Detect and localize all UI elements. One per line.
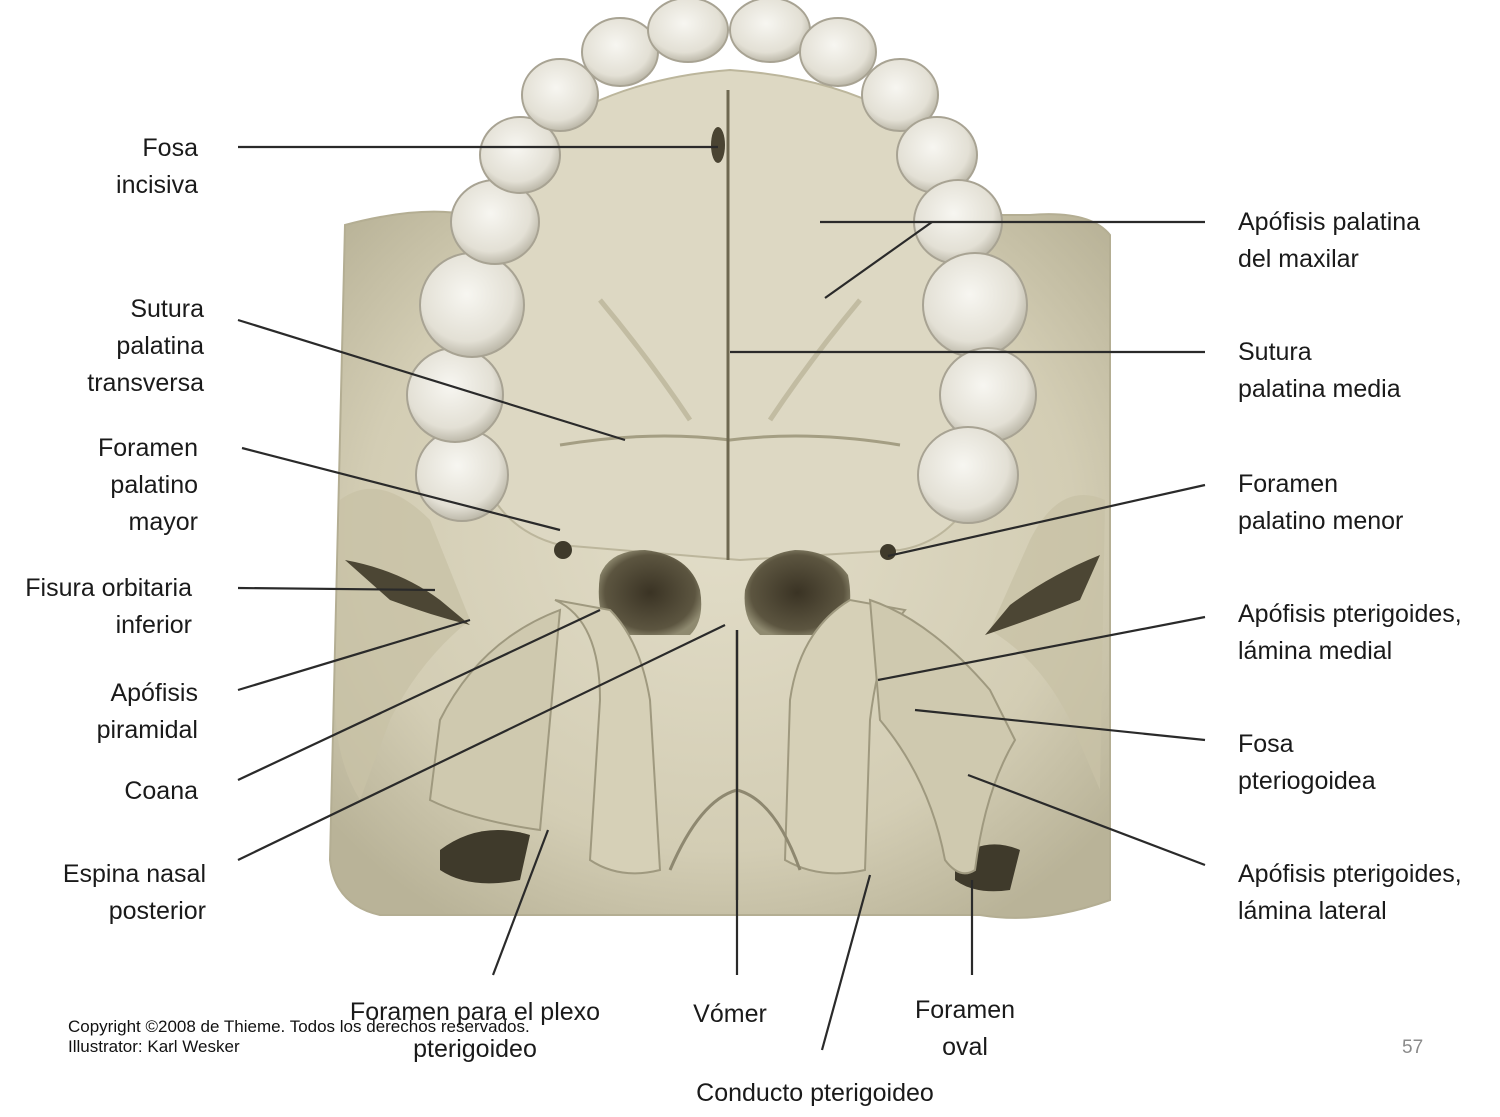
leader-foramen-palatino-menor — [887, 483, 1206, 558]
copyright-line: Copyright ©2008 de Thieme. Todos los der… — [68, 1017, 530, 1036]
page-number: 57 — [1402, 1037, 1424, 1058]
leader-pterigoides-lamina-medial — [877, 615, 1206, 682]
label-foramen-palatino-mayor: Foramen palatino mayor — [97, 434, 198, 536]
label-sutura-palatina-media: Sutura palatina media — [1238, 338, 1401, 403]
label-fosa-incisiva: Fosa incisiva — [116, 134, 198, 199]
leader-fosa-pteriogoidea — [914, 708, 1206, 742]
label-conducto-pterigoideo: Conducto pterigoideo — [696, 1079, 934, 1107]
leader-espina-nasal-posterior — [237, 624, 726, 861]
leader-conducto-pterigoideo — [820, 874, 872, 1051]
leader-coana — [237, 609, 601, 781]
label-espina-nasal-posterior: Espina nasal posterior — [62, 860, 206, 925]
copyright-notice: Copyright ©2008 de Thieme. Todos los der… — [68, 1017, 530, 1057]
label-pterigoides-lamina-lateral: Apófisis pterigoides, lámina lateral — [1238, 860, 1462, 925]
label-foramen-oval: Foramen oval — [914, 996, 1016, 1061]
label-apofisis-palatina-maxilar: Apófisis palatina del maxilar — [1238, 208, 1421, 273]
leader-apofisis-palatina-maxilar-branch — [824, 221, 933, 299]
label-coana: Coana — [124, 777, 198, 805]
leader-pterigoides-lamina-lateral — [967, 773, 1206, 867]
label-pterigoides-lamina-medial: Apófisis pterigoides, lámina medial — [1238, 600, 1462, 665]
choanae-and-pterygoids — [428, 541, 1017, 900]
label-fisura-orbitaria-inferior: Fisura orbitaria inferior — [25, 574, 192, 639]
label-sutura-palatina-transversa: Sutura palatina transversa — [87, 295, 204, 397]
leader-foramen-plexo — [491, 829, 550, 976]
label-foramen-plexo: Foramen para el plexo pterigoideo — [349, 998, 601, 1063]
label-foramen-palatino-menor: Foramen palatino menor — [1238, 470, 1404, 535]
leader-foramen-palatino-mayor — [241, 446, 561, 532]
illustrator-line: Illustrator: Karl Wesker — [68, 1037, 240, 1056]
label-vomer: Vómer — [693, 1000, 767, 1028]
label-fosa-pteriogoidea: Fosa pteriogoidea — [1238, 730, 1376, 795]
label-apofisis-piramidal: Apófisis piramidal — [96, 679, 198, 744]
upper-teeth — [406, 0, 1037, 524]
leader-sutura-palatina-transversa — [237, 318, 626, 442]
hard-palate — [477, 68, 987, 562]
leader-apofisis-piramidal — [237, 618, 471, 692]
leader-lines — [237, 145, 1206, 1051]
leader-fisura-orbitaria-inferior — [237, 586, 436, 592]
